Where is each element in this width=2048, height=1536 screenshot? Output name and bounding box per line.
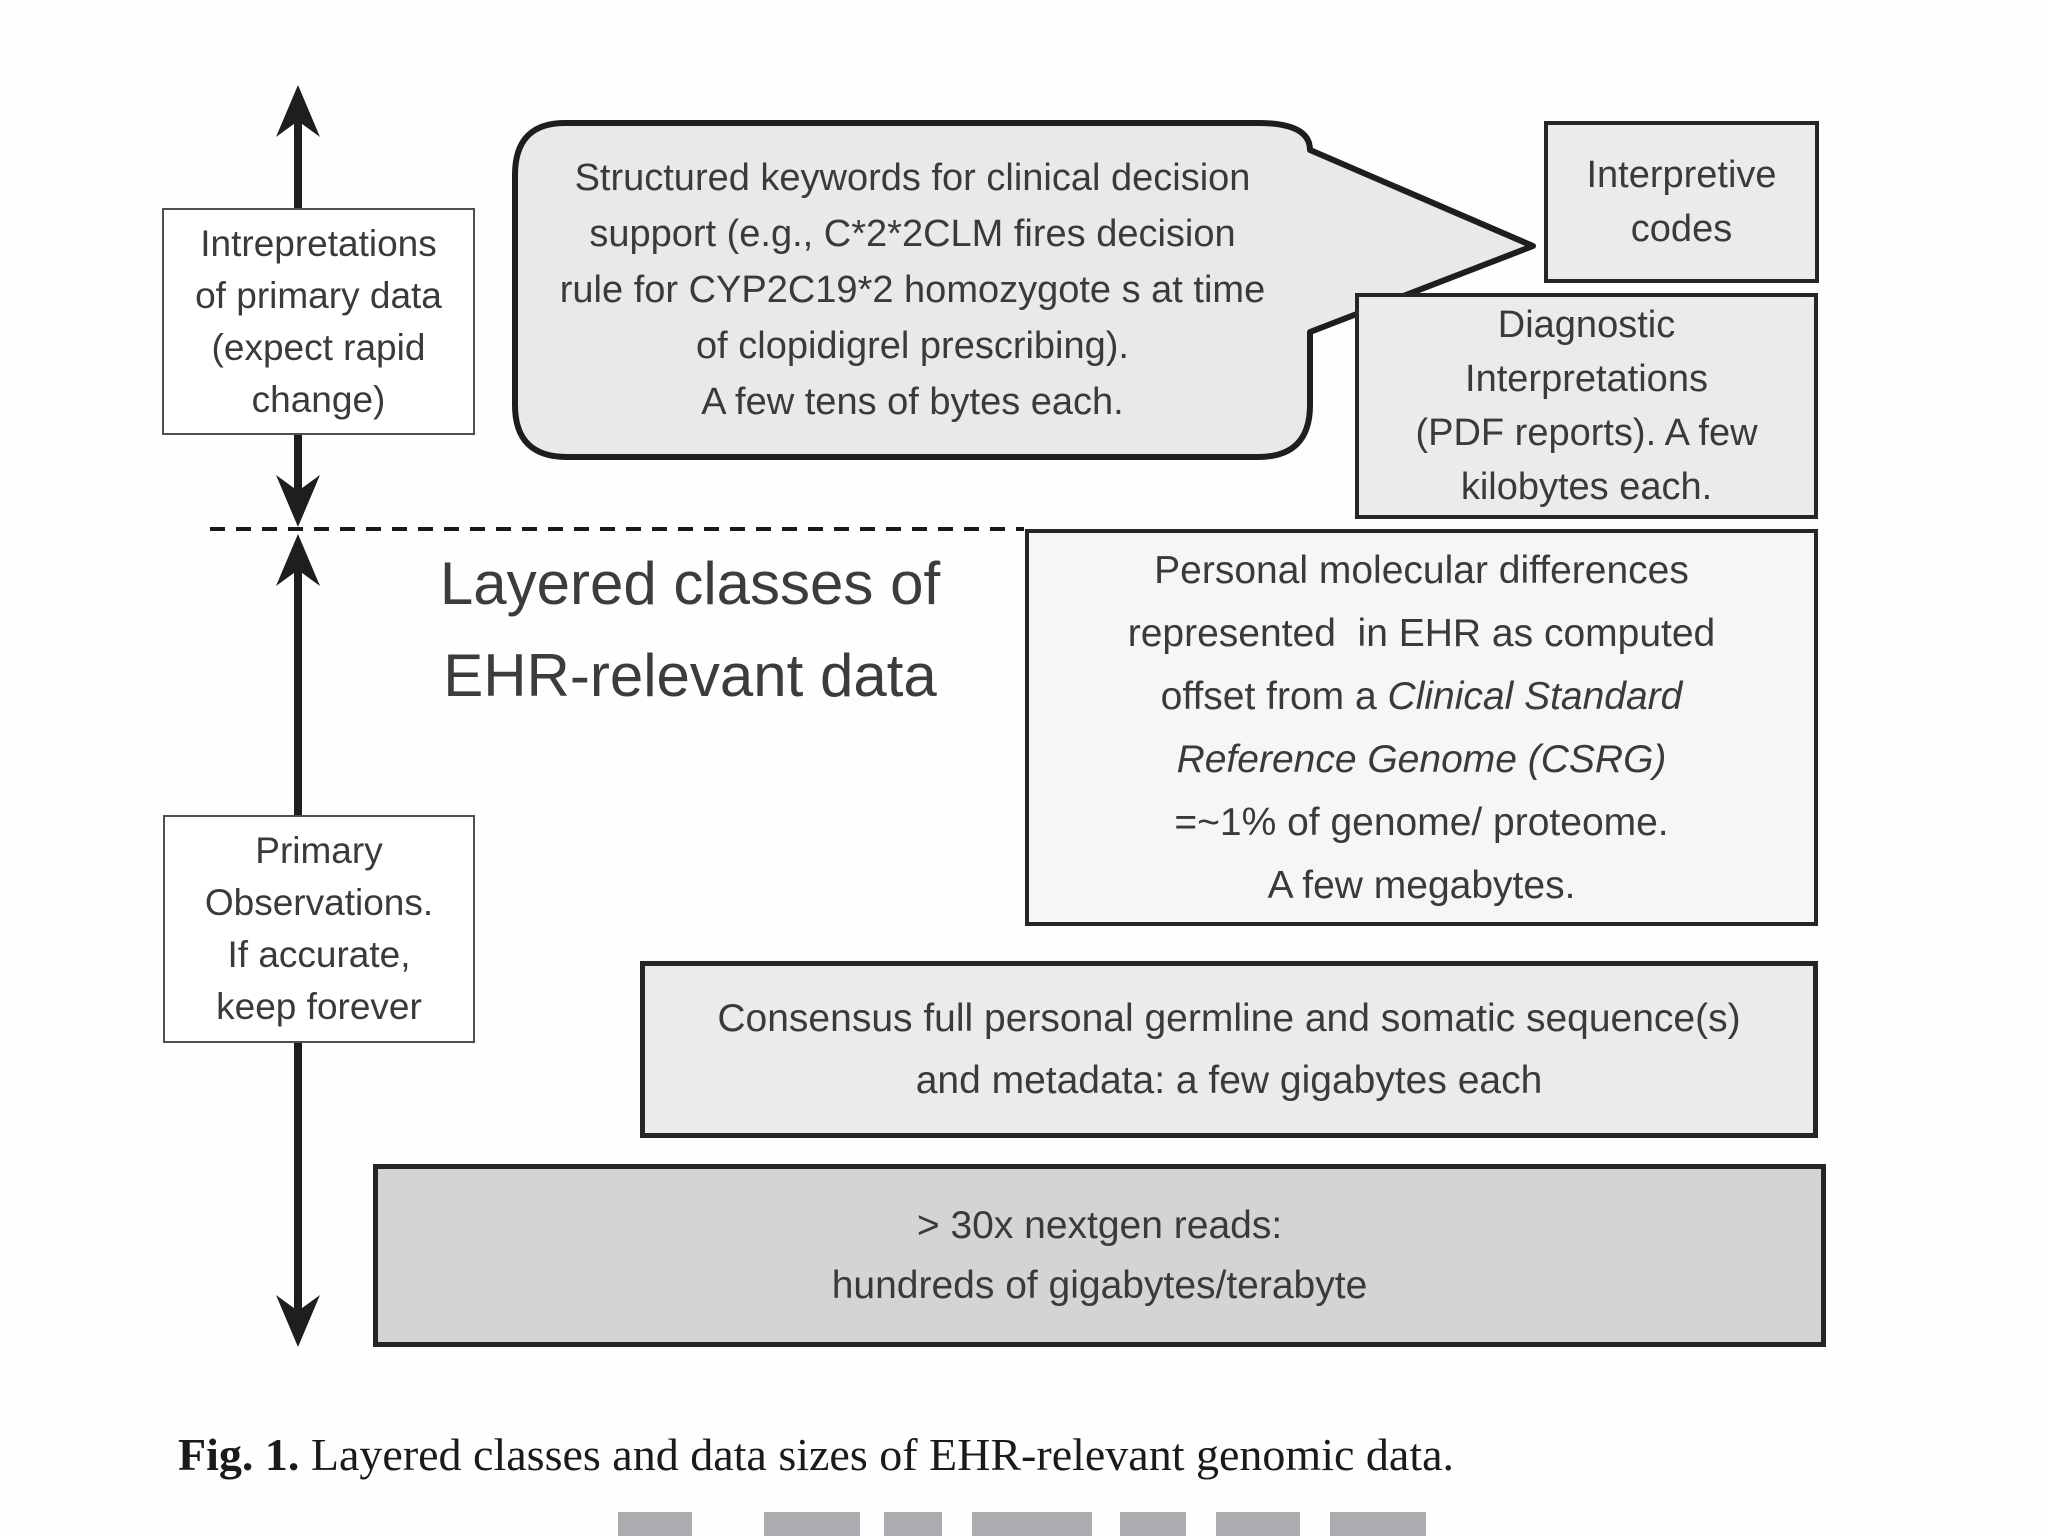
arrowhead-down-icon [276,475,320,527]
figure-caption-label: Fig. 1. [178,1429,300,1480]
personal-box-line: offset from a Clinical Standard [1160,674,1683,718]
bottom-crop-artifact [764,1512,860,1536]
diagram-title: Layered classes of EHR-relevant data [439,550,941,709]
arrowhead-down-icon [276,1295,320,1347]
bottom-crop-artifact [1330,1512,1426,1536]
personal-molecular-differences-box: Personal molecular differences represent… [1025,529,1818,926]
figure-caption: Fig. 1. Layered classes and data sizes o… [178,1428,1678,1481]
consensus-sequence-box: Consensus full personal germline and som… [640,961,1818,1138]
arrowhead-up-icon [276,534,320,586]
interpretations-of-primary-data-box: Intrepretations of primary data (expect … [162,208,475,435]
personal-box-line: A few megabytes. [1267,863,1576,907]
bottom-crop-artifact [972,1512,1092,1536]
personal-box-line: =~1% of genome/ proteome. [1174,800,1669,844]
personal-box-line: Reference Genome (CSRG) [1176,737,1667,781]
speech-bubble-shape [512,120,1536,460]
figure-caption-text: Layered classes and data sizes of EHR-re… [299,1429,1455,1480]
personal-box-line: Personal molecular differences [1154,548,1689,592]
bottom-crop-artifact [1216,1512,1300,1536]
arrowhead-up-icon [276,85,320,137]
interpretive-codes-box: Interpretive codes [1544,121,1819,283]
personal-box-line: represented in EHR as computed [1127,611,1716,655]
primary-observations-box: Primary Observations. If accurate, keep … [163,815,475,1043]
diagnostic-interpretations-box: Diagnostic Interpretations (PDF reports)… [1355,293,1818,519]
bottom-crop-artifact [884,1512,942,1536]
bottom-crop-artifact [618,1512,692,1536]
nextgen-reads-box: > 30x nextgen reads: hundreds of gigabyt… [373,1164,1826,1347]
structured-keywords-bubble: Structured keywords for clinical decisio… [559,157,1266,423]
bottom-crop-artifact [1120,1512,1186,1536]
